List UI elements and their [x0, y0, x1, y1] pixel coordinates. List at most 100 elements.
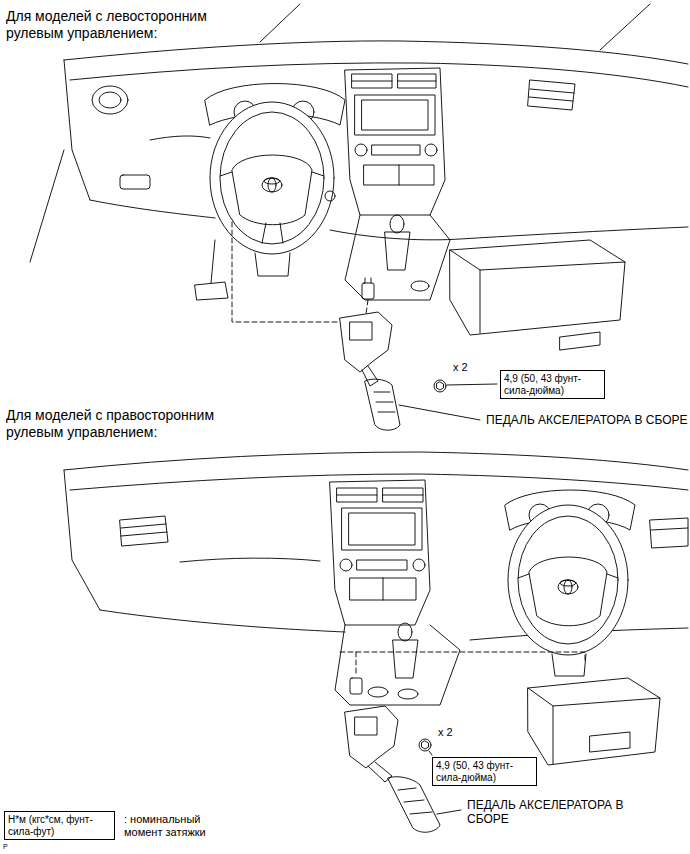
center-stack-rhd: [413, 559, 425, 571]
accelerator-pedal-lhd: [340, 312, 392, 372]
dashboard-lhd: [260, 4, 300, 42]
part-name-wrap: ПЕДАЛЬ АКСЕЛЕРАТОРА В СБОРЕ: [485, 413, 689, 427]
accelerator-pedal-rhd: [345, 706, 398, 768]
steering-wheel-rhd: [518, 574, 529, 578]
console-rhd: [393, 640, 418, 678]
center-stack-lhd: [345, 68, 445, 215]
accelerator-pedal-lhd: [362, 366, 378, 386]
brake-pedal-lhd: [195, 282, 228, 300]
steering-wheel-rhd: [529, 557, 607, 626]
torque-spec-box: 4,9 (50, 43 фунт- сила-дюйма): [500, 370, 605, 399]
console-lhd: [450, 240, 625, 335]
dashboard-rhd: [180, 558, 320, 562]
dashboard-lhd: [30, 4, 688, 262]
dashboard-lhd: [90, 200, 215, 218]
center-stack-lhd: [372, 145, 420, 155]
figure-code: P: [3, 843, 8, 851]
console-rhd: [590, 732, 630, 752]
center-stack-lhd: [352, 81, 392, 82]
console-lhd: [528, 80, 575, 110]
console-rhd: [553, 706, 554, 764]
center-stack-lhd: [355, 144, 367, 156]
center-stack-lhd: [399, 165, 400, 185]
steering-wheel-rhd: [518, 516, 618, 644]
brake-pedal-lhd: [211, 240, 215, 283]
section-heading-wrap: Для моделей с левосторонним рулевым упра…: [5, 8, 232, 42]
legend-entry: : номинальный момент затяжки: [124, 813, 220, 839]
center-stack-lhd: [362, 100, 428, 130]
nut-lhd: [437, 382, 444, 390]
steering-wheel-lhd: [268, 178, 276, 192]
center-stack-lhd: [345, 68, 445, 215]
console-lhd: [345, 80, 625, 350]
accelerator-pedal-lhd: [366, 300, 368, 314]
steering-wheel-rhd: [552, 654, 586, 676]
center-stack-rhd: [337, 488, 377, 502]
center-stack-rhd: [383, 488, 423, 502]
box-text: 4,9 (50, 43 фунт- сила-дюйма): [436, 760, 532, 783]
dashboard-rhd: [121, 532, 167, 536]
accelerator-pedal-rhd: [355, 717, 377, 735]
dashboard-lhd: [30, 150, 64, 262]
nut-lhd: [434, 380, 446, 392]
accelerator-pedal-lhd: [365, 278, 366, 283]
center-stack-rhd: [350, 578, 416, 600]
accelerator-pedal-rhd: [350, 678, 362, 694]
center-stack-lhd: [398, 74, 436, 88]
center-stack-lhd: [364, 165, 434, 185]
accelerator-pedal-lhd: [362, 283, 374, 299]
dashboard-rhd: [120, 516, 168, 546]
steering-wheel-lhd: [262, 223, 266, 243]
console-lhd: [530, 89, 574, 93]
nut-lhd: [447, 384, 497, 385]
center-stack-rhd: [340, 559, 352, 571]
legend-sample-box: Н*м (кгс*см, фунт- сила-фут): [4, 811, 115, 840]
steering-wheel-lhd: [220, 112, 324, 244]
nut-rhd: [419, 739, 431, 751]
dashboard-lhd: [150, 136, 210, 140]
quantity-label-wrap: x 2: [437, 726, 454, 739]
quantity-label: x 2: [438, 726, 453, 739]
accelerator-pedal-lhd: [232, 222, 338, 322]
dashboard-rhd: [100, 610, 345, 632]
center-stack-rhd: [383, 495, 423, 496]
steering-wheel-rhd: [508, 505, 628, 676]
legend-text: : номинальный момент затяжки: [124, 813, 220, 839]
box-text: Н*м (кгс*см, фунт- сила-фут): [8, 814, 110, 837]
dashboard-lhd: [92, 86, 128, 114]
center-stack-rhd: [337, 495, 377, 496]
dashboard-lhd: [70, 63, 688, 87]
dashboard-lhd: [64, 60, 90, 200]
center-stack-rhd: [330, 480, 430, 625]
steering-wheel-rhd: [560, 580, 576, 586]
dashboard-rhd: [64, 452, 688, 470]
section-heading: Для моделей с левосторонним рулевым упра…: [6, 8, 231, 42]
dashboard-rhd: [64, 470, 100, 610]
nut-lhd: [399, 405, 480, 420]
accelerator-pedal-rhd: [410, 812, 432, 814]
quantity-label: x 2: [453, 361, 468, 374]
box-text: 4,9 (50, 43 фунт- сила-дюйма): [504, 373, 600, 396]
center-stack-rhd: [342, 508, 422, 550]
console-rhd: [398, 623, 412, 641]
nut-rhd: [437, 810, 461, 814]
accelerator-pedal-rhd: [398, 788, 416, 790]
center-stack-rhd: [383, 578, 384, 600]
center-stack-lhd: [352, 74, 392, 88]
center-stack-lhd: [398, 81, 436, 82]
steering-wheel-lhd: [255, 253, 290, 276]
nut-rhd: [422, 741, 429, 749]
steering-wheel-rhd: [558, 580, 578, 594]
center-stack-lhd: [355, 95, 435, 135]
nut-lhd: [399, 380, 497, 420]
dashboard-rhd: [650, 518, 688, 548]
accelerator-pedal-lhd: [232, 222, 400, 430]
center-stack-rhd: [330, 480, 430, 625]
console-lhd: [345, 215, 450, 300]
steering-wheel-lhd: [280, 223, 283, 243]
steering-wheel-lhd: [232, 155, 312, 225]
steering-wheel-rhd: [508, 505, 628, 655]
console-lhd: [480, 270, 481, 333]
dashboard-lhd: [64, 41, 688, 64]
figure-code-wrap: P: [2, 843, 9, 851]
